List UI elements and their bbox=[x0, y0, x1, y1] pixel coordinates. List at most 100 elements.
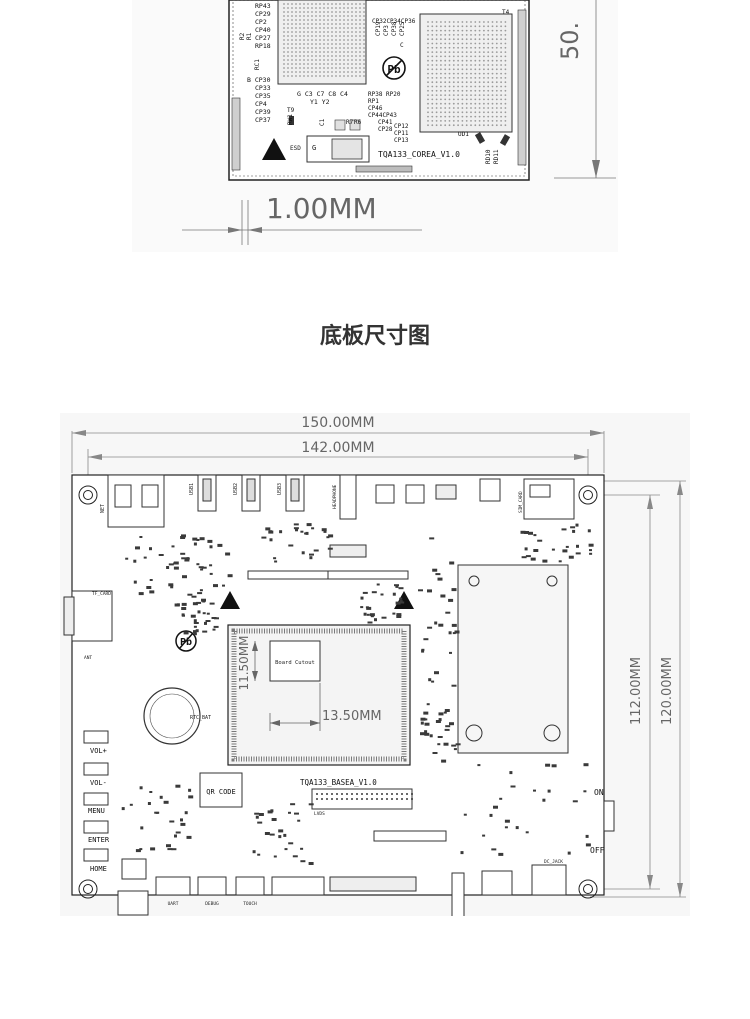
left-edge-connector bbox=[231, 97, 241, 171]
svg-text:Y1 Y2: Y1 Y2 bbox=[310, 98, 330, 106]
svg-text:OFF: OFF bbox=[590, 846, 605, 855]
svg-text:G: G bbox=[312, 144, 316, 152]
svg-text:ESD: ESD bbox=[290, 145, 301, 152]
core-board-label: TQA133_COREA_V1.0 bbox=[378, 150, 460, 159]
esd-warning-icon bbox=[262, 138, 286, 160]
svg-text:CP19: CP19 bbox=[375, 21, 382, 36]
svg-text:DC_JACK: DC_JACK bbox=[544, 859, 563, 865]
svg-text:RP43: RP43 bbox=[255, 2, 271, 10]
cutout-width-label: 13.50MM bbox=[322, 709, 382, 724]
core-board-drawing: Pb ESD RP43 CP29 CP2 CP40 CP27 RP18 B CP… bbox=[132, 0, 618, 252]
svg-text:RD10: RD10 bbox=[485, 149, 492, 164]
qr-code-box bbox=[199, 772, 243, 808]
svg-text:CP11: CP11 bbox=[394, 130, 409, 137]
svg-text:USB2: USB2 bbox=[233, 483, 239, 495]
svg-text:CP27: CP27 bbox=[255, 34, 271, 42]
svg-text:Board Cutout: Board Cutout bbox=[275, 660, 315, 666]
svg-text:TOUCH: TOUCH bbox=[243, 901, 257, 907]
svg-text:CP25: CP25 bbox=[399, 21, 406, 36]
vol-up-label: VOL+ bbox=[90, 747, 107, 755]
svg-text:Pb: Pb bbox=[180, 637, 192, 648]
svg-text:USB1: USB1 bbox=[189, 483, 195, 495]
power-switch bbox=[603, 800, 615, 832]
gap-dimension-label: 1.00MM bbox=[266, 192, 377, 225]
svg-text:CP39: CP39 bbox=[255, 108, 271, 116]
net-connector bbox=[107, 474, 165, 528]
svg-text:CP44CP43: CP44CP43 bbox=[368, 112, 397, 119]
svg-text:C: C bbox=[400, 42, 404, 49]
base-board-svg: 150.00MM 142.00MM 112.00MM 120.00MM NET … bbox=[63, 415, 686, 918]
rtc-battery bbox=[143, 687, 201, 745]
base-board-label: TQA133_BASEA_V1.0 bbox=[300, 778, 377, 787]
svg-text:C1: C1 bbox=[319, 118, 326, 126]
svg-text:HEADPHONE: HEADPHONE bbox=[332, 484, 338, 509]
svg-text:R1: R1 bbox=[246, 32, 253, 40]
svg-text:TF_CARD: TF_CARD bbox=[92, 591, 111, 597]
svg-text:ON: ON bbox=[594, 788, 604, 797]
memory-chip bbox=[277, 0, 367, 85]
svg-text:CP46: CP46 bbox=[368, 105, 383, 112]
board-cutout bbox=[269, 640, 321, 682]
svg-text:CP29: CP29 bbox=[255, 10, 271, 18]
sim-card-slot bbox=[523, 478, 575, 520]
svg-text:RW1: RW1 bbox=[287, 114, 294, 125]
svg-text:CP12: CP12 bbox=[394, 123, 409, 130]
svg-text:DEBUG: DEBUG bbox=[205, 901, 219, 907]
svg-text:CP2: CP2 bbox=[255, 18, 267, 26]
home-label: HOME bbox=[90, 865, 107, 873]
outer-height-label: 120.00MM bbox=[660, 657, 675, 725]
svg-text:B CP30: B CP30 bbox=[247, 76, 271, 84]
svg-text:LVDS: LVDS bbox=[314, 811, 325, 817]
cutout-height-label: 11.50MM bbox=[237, 635, 251, 690]
svg-text:CP41: CP41 bbox=[378, 119, 393, 126]
right-edge-connector bbox=[517, 9, 527, 166]
inner-width-label: 142.00MM bbox=[301, 440, 374, 456]
svg-text:R6: R6 bbox=[354, 119, 362, 126]
svg-text:CP4: CP4 bbox=[255, 100, 267, 108]
svg-text:CP3: CP3 bbox=[383, 25, 390, 36]
svg-text:CP33: CP33 bbox=[255, 84, 271, 92]
svg-text:T9: T9 bbox=[287, 107, 295, 114]
soc-chip bbox=[419, 13, 513, 133]
svg-text:CP35: CP35 bbox=[255, 92, 271, 100]
mounting-holes bbox=[78, 485, 598, 899]
outer-width-label: 150.00MM bbox=[301, 415, 374, 431]
svg-text:RP18: RP18 bbox=[255, 42, 271, 50]
svg-text:Pb: Pb bbox=[387, 63, 401, 76]
side-buttons bbox=[83, 730, 109, 862]
svg-text:RP1: RP1 bbox=[368, 98, 379, 105]
svg-text:R2: R2 bbox=[239, 32, 246, 40]
height-dimension-label: 50. bbox=[556, 22, 584, 60]
svg-text:CP13: CP13 bbox=[394, 137, 409, 144]
svg-text:CP37: CP37 bbox=[255, 116, 271, 124]
section-title: 底板尺寸图 bbox=[319, 324, 430, 349]
inner-height-label: 112.00MM bbox=[629, 657, 644, 725]
svg-text:ANT: ANT bbox=[84, 655, 92, 661]
svg-text:RD11: RD11 bbox=[493, 149, 500, 164]
svg-text:USB3: USB3 bbox=[277, 483, 283, 495]
usb-connectors bbox=[197, 474, 305, 512]
svg-text:UD1: UD1 bbox=[458, 131, 469, 138]
svg-text:CP38: CP38 bbox=[391, 21, 398, 36]
svg-text:NET: NET bbox=[100, 504, 106, 513]
svg-text:CP32CP34CP36: CP32CP34CP36 bbox=[372, 18, 416, 25]
svg-text:CP40: CP40 bbox=[255, 26, 271, 34]
svg-text:CP28: CP28 bbox=[378, 126, 393, 133]
svg-text:R7: R7 bbox=[346, 119, 354, 126]
svg-text:QR CODE: QR CODE bbox=[206, 788, 236, 796]
headphone-jack bbox=[339, 474, 357, 520]
enter-label: ENTER bbox=[88, 836, 110, 844]
core-board-svg: Pb ESD RP43 CP29 CP2 CP40 CP27 RP18 B CP… bbox=[182, 0, 616, 245]
4g-module bbox=[457, 564, 569, 754]
tf-card-slot bbox=[71, 590, 113, 642]
svg-text:SIM_CARD: SIM_CARD bbox=[518, 491, 524, 513]
menu-label: MENU bbox=[88, 807, 105, 815]
svg-text:RP38 RP20: RP38 RP20 bbox=[368, 91, 401, 98]
svg-text:G C3 C7 C8 C4: G C3 C7 C8 C4 bbox=[297, 90, 348, 98]
svg-text:RC1: RC1 bbox=[254, 59, 261, 70]
svg-text:T4: T4 bbox=[502, 9, 510, 16]
dc-jack bbox=[531, 864, 567, 896]
svg-text:UART: UART bbox=[168, 901, 179, 907]
esd-warning-icon-1 bbox=[220, 591, 240, 609]
base-board-drawing: 150.00MM 142.00MM 112.00MM 120.00MM NET … bbox=[60, 413, 690, 918]
